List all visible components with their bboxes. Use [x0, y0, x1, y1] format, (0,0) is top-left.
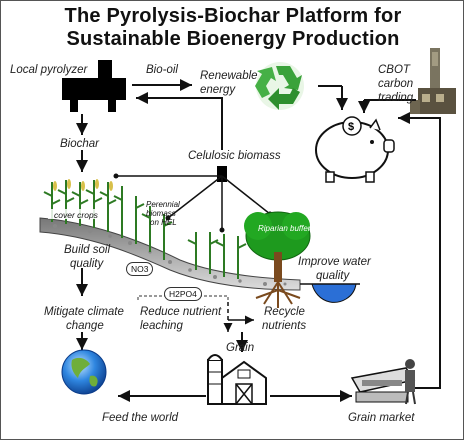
crop-icon	[43, 179, 247, 279]
label-build-soil-1: Build soil	[64, 244, 111, 256]
label-cbot-1: CBOT	[378, 64, 410, 76]
label-cover-crops: cover crops	[54, 210, 98, 220]
factory-icon	[410, 48, 456, 114]
cover-crops-bg	[48, 209, 98, 219]
leaching-box	[137, 295, 229, 302]
label-riparian-buffer: Riparian buffer	[258, 224, 311, 233]
label-biochar: Biochar	[60, 138, 99, 150]
label-cellulosic-biomass: Celulosic biomass	[188, 150, 281, 162]
tree-icon	[244, 211, 311, 308]
chem-no3: NO3	[126, 262, 154, 276]
label-perennial-3: on HEL	[150, 218, 177, 227]
label-mitigate-1: Mitigate climate	[44, 306, 124, 318]
piggy-bank-icon: $	[315, 116, 395, 183]
label-local-pyrolyzer: Local pyrolyzer	[10, 64, 88, 76]
label-mitigate-2: change	[66, 320, 104, 332]
pyrolyzer-icon	[62, 60, 126, 112]
label-cbot-2: carbon	[378, 78, 414, 90]
soil-band	[39, 217, 301, 291]
label-build-soil-2: quality	[70, 258, 104, 270]
label-grain: Grain	[226, 342, 255, 354]
label-bio-oil: Bio-oil	[146, 64, 178, 76]
recycle-icon	[255, 62, 304, 110]
label-reduce-2: leaching	[140, 320, 183, 332]
label-feed-the-world: Feed the world	[102, 412, 179, 424]
label-reduce-1: Reduce nutrient	[140, 306, 222, 318]
arrow-biomass-to-pyrolyzer	[136, 92, 223, 150]
label-grain-market: Grain market	[348, 412, 415, 424]
market-trader-icon	[350, 359, 416, 405]
label-renewable-energy-1: Renewable	[200, 70, 258, 82]
label-improve-water-1: Improve water	[298, 256, 371, 268]
pond-icon	[311, 283, 357, 303]
barn-silo-icon	[207, 354, 267, 405]
label-improve-water-2: quality	[316, 270, 350, 282]
title-line-1: The Pyrolysis-Biochar Platform for	[64, 5, 402, 27]
label-renewable-energy-2: energy	[200, 84, 236, 96]
arrow-market-piggy	[398, 112, 441, 389]
title-line-2: Sustainable Bioenergy Production	[66, 28, 400, 50]
svg-text:$: $	[348, 121, 354, 133]
label-perennial-1: Perennial	[146, 200, 180, 209]
chem-h2po4: H2PO4	[164, 287, 202, 301]
soil-particles	[53, 224, 287, 286]
label-perennial-2: biomass	[146, 209, 176, 218]
label-recycle-2: nutrients	[262, 320, 307, 332]
biomass-collector-icon	[113, 166, 273, 233]
label-recycle-1: Recycle	[264, 306, 305, 318]
globe-icon	[61, 349, 107, 395]
label-cbot-3: trading	[378, 92, 414, 104]
